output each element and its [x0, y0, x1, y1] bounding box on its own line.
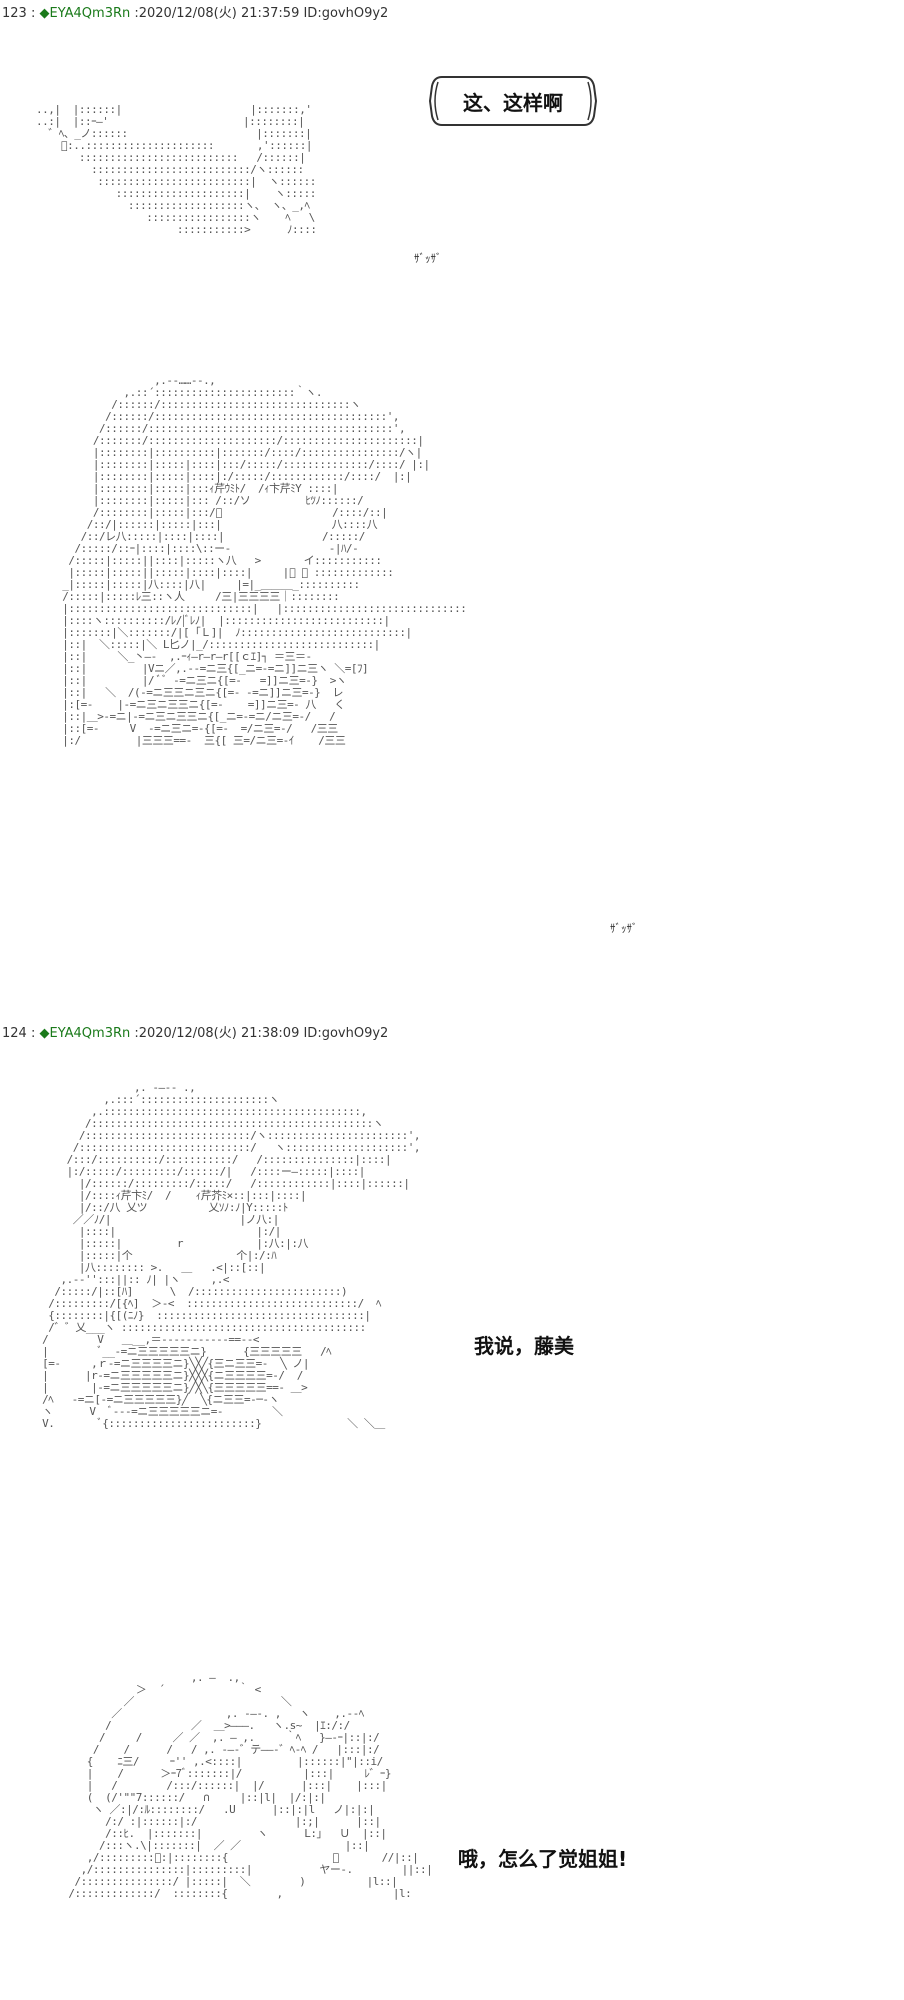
ascii-art-hand: ..,| |::::::| |:::::::,' ..:| |::ｰ―' |::… — [36, 103, 317, 236]
post-header-123: 123 : ◆EYA4Qm3Rn :2020/12/08(火) 21:37:59… — [2, 2, 388, 21]
poster-name-link[interactable]: ◆EYA4Qm3Rn — [39, 1026, 131, 1041]
speech-balloon: 这、这样啊 — [428, 74, 598, 128]
post-number: 123 — [2, 6, 27, 21]
post-separator: : — [26, 1026, 40, 1041]
dialog-line-2: 哦，怎么了觉姐姐! — [458, 1847, 628, 1871]
post-meta: :2020/12/08(火) 21:38:09 ID:govhO9y2 — [130, 1026, 389, 1041]
poster-name-link[interactable]: ◆EYA4Qm3Rn — [39, 6, 131, 21]
post-separator: : — [26, 6, 40, 21]
speech-balloon-frame — [428, 76, 598, 126]
post-header-124: 124 : ◆EYA4Qm3Rn :2020/12/08(火) 21:38:09… — [2, 1022, 388, 1041]
sound-effect-rustle-1: ｻﾞｯｻﾞ — [414, 252, 442, 265]
ascii-art-girl-2: ,. -―‐- ., ,.:::´:::::::::::::::::::::ヽ … — [42, 1081, 420, 1430]
post-meta: :2020/12/08(火) 21:37:59 ID:govhO9y2 — [130, 6, 389, 21]
ascii-art-girl-1: ,.-‐……‐-., ,.::´:::::::::::::::::::::::｀… — [62, 374, 467, 747]
sound-effect-rustle-2: ｻﾞｯｻﾞ — [610, 922, 638, 935]
balloon-text: 这、这样啊 — [463, 90, 563, 115]
post-number: 124 — [2, 1026, 27, 1041]
ascii-art-girl-3: ,. ― ., ＞ ´ ｀ < ／ ＼ ／ ,. -―-. , ヽ ,.-‐ﾍ … — [68, 1671, 433, 1900]
dialog-line-1: 我说，藤美 — [474, 1334, 574, 1358]
